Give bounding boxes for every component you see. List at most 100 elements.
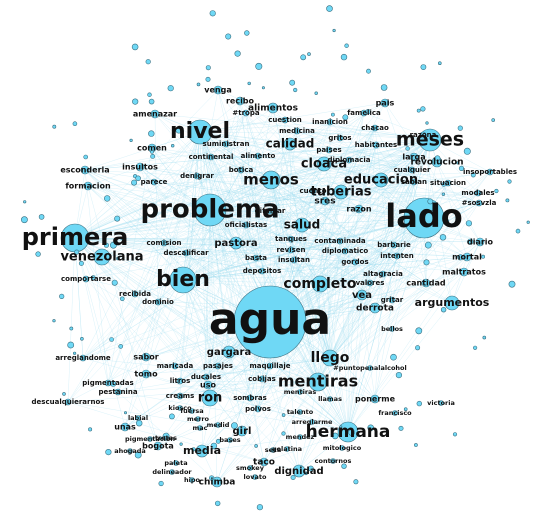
word-node-sabian[interactable] bbox=[410, 178, 418, 186]
word-node-paises[interactable] bbox=[325, 146, 333, 154]
word-node-extra[interactable] bbox=[215, 422, 221, 428]
word-node-creams[interactable] bbox=[176, 392, 184, 400]
word-node-denigrar[interactable] bbox=[193, 172, 201, 180]
word-node-educacion[interactable] bbox=[373, 172, 389, 188]
word-node-insultan[interactable] bbox=[290, 256, 298, 264]
word-node-agua[interactable] bbox=[233, 285, 307, 359]
word-node-nivel[interactable] bbox=[187, 119, 213, 145]
word-node-diplomatico[interactable] bbox=[341, 247, 349, 255]
word-node-extra[interactable] bbox=[270, 447, 276, 453]
word-node-inanicion[interactable] bbox=[326, 118, 334, 126]
word-node-sabor[interactable] bbox=[141, 352, 151, 362]
word-node-girl[interactable] bbox=[236, 425, 248, 437]
word-node-cuestion[interactable] bbox=[281, 116, 289, 124]
word-node-chacao[interactable] bbox=[371, 124, 379, 132]
word-node-bien[interactable] bbox=[169, 266, 197, 294]
word-node-insoportables[interactable] bbox=[486, 168, 494, 176]
word-node-recibo[interactable] bbox=[235, 96, 245, 106]
word-node-extra[interactable] bbox=[297, 409, 303, 415]
word-node-extra[interactable] bbox=[284, 446, 290, 452]
word-node-dignidad[interactable] bbox=[292, 464, 306, 478]
word-node-extra[interactable] bbox=[330, 458, 336, 464]
word-node-extra[interactable] bbox=[177, 405, 183, 411]
word-node-extra[interactable] bbox=[438, 400, 444, 406]
word-node-extra[interactable] bbox=[147, 436, 153, 442]
word-node-extra[interactable] bbox=[389, 326, 395, 332]
word-node-ron[interactable] bbox=[201, 389, 219, 407]
word-node-tuberias[interactable] bbox=[333, 184, 349, 200]
word-node-gordos[interactable] bbox=[351, 258, 359, 266]
word-node-cualquier[interactable] bbox=[408, 166, 416, 174]
word-node-argumentos[interactable] bbox=[444, 295, 460, 311]
word-node-tropa[interactable] bbox=[242, 109, 250, 117]
word-node-continental[interactable] bbox=[207, 153, 215, 161]
word-node-contaminada[interactable] bbox=[336, 237, 344, 245]
word-node-mentiras[interactable] bbox=[308, 372, 328, 392]
word-node-altagracia[interactable] bbox=[379, 270, 387, 278]
word-node-diplomacia[interactable] bbox=[345, 156, 353, 164]
word-node-completo[interactable] bbox=[311, 275, 329, 293]
word-node-pasajes[interactable] bbox=[214, 362, 222, 370]
word-node-extra[interactable] bbox=[227, 437, 233, 443]
word-node-vea[interactable] bbox=[356, 289, 368, 301]
word-node-calidad[interactable] bbox=[283, 137, 297, 151]
word-node-problema[interactable] bbox=[193, 193, 227, 227]
word-node-ducales[interactable] bbox=[202, 373, 210, 381]
word-node-maquillaje[interactable] bbox=[266, 362, 274, 370]
word-node-cobijas[interactable] bbox=[258, 375, 266, 383]
word-node-diario[interactable] bbox=[475, 237, 485, 247]
word-node-lado[interactable] bbox=[403, 197, 445, 239]
word-node-basta[interactable] bbox=[252, 254, 260, 262]
word-node-cantidad[interactable] bbox=[421, 278, 431, 288]
word-node-gritar[interactable] bbox=[388, 296, 396, 304]
word-node-oficialistas[interactable] bbox=[242, 221, 250, 229]
word-node-extra[interactable] bbox=[309, 419, 315, 425]
word-node-extra[interactable] bbox=[173, 460, 179, 466]
word-node-pastora[interactable] bbox=[229, 236, 243, 250]
word-node-comision[interactable] bbox=[160, 239, 168, 247]
word-node-extra[interactable] bbox=[195, 416, 201, 422]
word-node-hermana[interactable] bbox=[337, 421, 359, 443]
word-node-extra[interactable] bbox=[247, 465, 253, 471]
word-node-insultos[interactable] bbox=[135, 162, 145, 172]
word-node-media[interactable] bbox=[195, 444, 209, 458]
word-node-descualquierarnos[interactable] bbox=[64, 398, 72, 406]
word-node-depositos[interactable] bbox=[258, 267, 266, 275]
word-node-suministran[interactable] bbox=[222, 140, 230, 148]
word-node-medicina[interactable] bbox=[293, 127, 301, 135]
word-node-razon[interactable] bbox=[354, 204, 364, 214]
word-node-extra[interactable] bbox=[392, 410, 398, 416]
word-node-tanques[interactable] bbox=[287, 235, 295, 243]
word-node-parece[interactable] bbox=[150, 178, 158, 186]
word-node-venezolana[interactable] bbox=[93, 248, 111, 266]
word-node-extra[interactable] bbox=[197, 425, 203, 431]
word-node-ponerme[interactable] bbox=[370, 394, 380, 404]
word-node-extra[interactable] bbox=[189, 477, 195, 483]
word-node-botica[interactable] bbox=[237, 166, 245, 174]
word-node-polvos[interactable] bbox=[254, 405, 262, 413]
word-node-tomo[interactable] bbox=[141, 369, 151, 379]
word-node-habitantes[interactable] bbox=[372, 141, 380, 149]
word-node-pestanina[interactable] bbox=[114, 388, 122, 396]
word-node-revisen[interactable] bbox=[287, 246, 295, 254]
word-node-cuento[interactable] bbox=[309, 187, 317, 195]
word-node-extra[interactable] bbox=[367, 365, 373, 371]
word-node-uso[interactable] bbox=[203, 380, 213, 390]
word-node-amenazar[interactable] bbox=[150, 109, 160, 119]
word-node-venga[interactable] bbox=[213, 85, 223, 95]
word-node-bogota[interactable] bbox=[153, 441, 163, 451]
word-node-esconderla[interactable] bbox=[80, 165, 90, 175]
word-node-unas[interactable] bbox=[120, 422, 130, 432]
word-node-comportarse[interactable] bbox=[82, 275, 90, 283]
word-node-extra[interactable] bbox=[327, 396, 333, 402]
word-node-taco[interactable] bbox=[259, 457, 269, 467]
word-node-llego[interactable] bbox=[321, 349, 339, 367]
word-node-sombras[interactable] bbox=[246, 394, 254, 402]
word-node-derrota[interactable] bbox=[369, 302, 381, 314]
word-node-extra[interactable] bbox=[127, 448, 133, 454]
word-node-extra[interactable] bbox=[169, 469, 175, 475]
word-node-maltratos[interactable] bbox=[459, 267, 469, 277]
word-node-extra[interactable] bbox=[339, 445, 345, 451]
word-node-chimba[interactable] bbox=[211, 476, 223, 488]
word-node-valores[interactable] bbox=[366, 279, 374, 287]
